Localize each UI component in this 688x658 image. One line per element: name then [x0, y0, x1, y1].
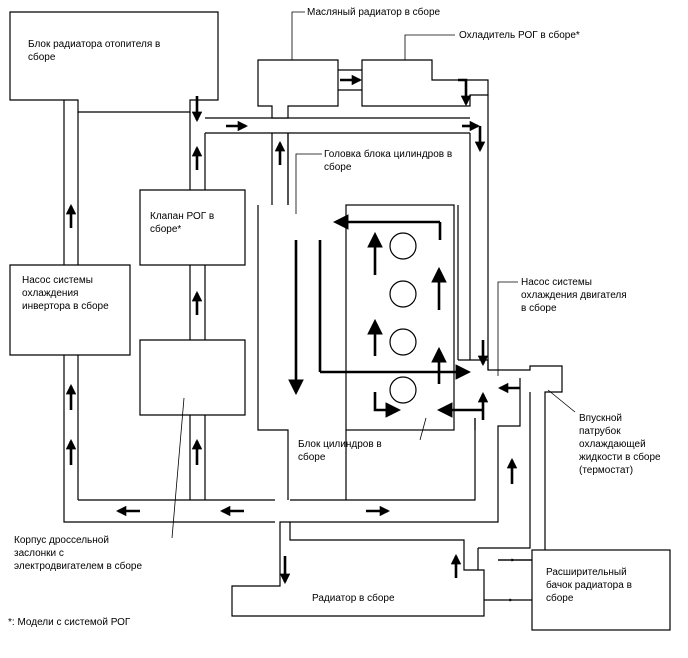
- leader-thermostat: [547, 389, 576, 413]
- inverter-pump-box: [9, 264, 131, 356]
- radiator-label: Радиатор в сборе: [312, 593, 395, 604]
- leader-throttle-body: [171, 397, 185, 539]
- cylinder-4: [389, 376, 417, 404]
- egr-cooler-box: [361, 59, 489, 107]
- cylinder-head-outline: [257, 205, 289, 500]
- egr-valve-box: [139, 189, 246, 266]
- cylinder-block-label: Блок цилиндров в сборе: [298, 439, 382, 463]
- radiator-box: [231, 521, 485, 617]
- thermostat-label: Впускной патрубок охлаждающей жидкости в…: [579, 413, 661, 476]
- return-channel-right-top: [290, 418, 476, 501]
- flow-block-bottom-left: [373, 392, 402, 418]
- leader-egr-cooler: [404, 34, 455, 60]
- cylinder-3: [389, 328, 417, 356]
- thermostat-housing: [497, 378, 521, 430]
- leader-engine-pump: [497, 281, 518, 376]
- cylinder-1: [389, 232, 417, 260]
- engine-pump-outline: [458, 359, 563, 561]
- oil-cooler-label: Масляный радиатор в сборе: [307, 7, 441, 18]
- return-channel-right-bottom: [290, 430, 499, 523]
- return-channel-bottom: [63, 510, 275, 523]
- inverter-pump-label: Насос системы охлаждения инвертора в сбо…: [22, 275, 109, 312]
- leader-cylinder-block: [419, 417, 427, 441]
- cylinder-head-label: Головка блока цилиндров в сборе: [324, 149, 453, 173]
- reservoir-label: Расширительный бачок радиатора в сборе: [546, 567, 632, 604]
- leader-oil-cooler: [291, 11, 305, 60]
- throttle-body-label: Корпус дроссельной заслонки с электродви…: [14, 535, 143, 572]
- engine-pump-label: Насос системы охлаждения двигателя в сбо…: [521, 277, 627, 314]
- heater-core-label: Блок радиатора отопителя в сборе: [28, 39, 161, 63]
- oil-cooler-box: [257, 59, 339, 119]
- reservoir-box: [531, 549, 671, 631]
- footnote: *: Модели с системой РОГ: [8, 617, 131, 628]
- egr-valve-label: Клапан РОГ в сборе*: [150, 211, 215, 235]
- throttle-body-box: [139, 339, 246, 416]
- egr-cooler-label: Охладитель РОГ в сборе*: [459, 30, 580, 41]
- leader-cylinder-head: [295, 153, 322, 214]
- thermostat-inner: [478, 392, 531, 549]
- flow-arrow-egr-down-1: [458, 78, 472, 107]
- cylinder-2: [389, 280, 417, 308]
